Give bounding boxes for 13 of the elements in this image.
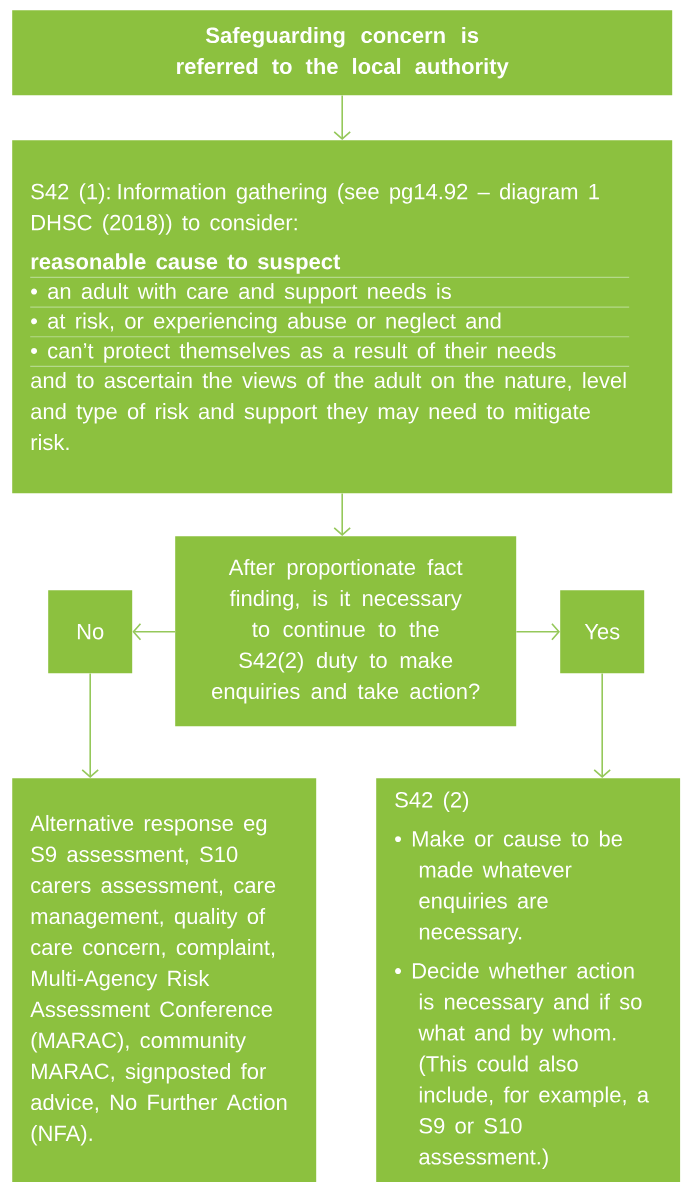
- arrow: [333, 94, 351, 140]
- arrow: [81, 672, 99, 778]
- decision-box: After proportionate fact finding, is it necessary to continue to the S42(2) duty to make enquiries and take action?: [175, 536, 517, 727]
- outcome-box: S42 (2) • Make or cause to be made whatever enquiries are necessary. • Decide whether action is necessary and if so what and by whom. (This could also include, for example, a S9 or S10 assessment.): [376, 778, 681, 1182]
- process-box: S42 (1): Information gathering (see pg14.92 – diagram 1 DHSC (2018)) to consider: reasonable cause to suspect • an adult with care and support needs is • at risk, or experiencing abuse or neglect and • can’t protect themselves as a result of their needs and to ascertain the views of the adult on the nature, level and type of risk and support they may need to mitigate risk.: [12, 140, 673, 494]
- arrow: [515, 622, 560, 641]
- answer-box: No: [48, 590, 133, 674]
- arrow: [132, 622, 176, 641]
- outcome-box: Alternative response eg S9 assessment, S10 carers assessment, care management, quality of care concern, complaint, Multi-Agency Risk Assessment Conference (MARAC), community MARAC, signposted for advice, No Further Action (NFA).: [12, 778, 317, 1182]
- answer-box: Yes: [560, 590, 645, 674]
- arrow: [593, 672, 611, 778]
- arrow: [333, 492, 351, 536]
- title-box: Safeguarding concern is referred to the local authority: [12, 10, 673, 96]
